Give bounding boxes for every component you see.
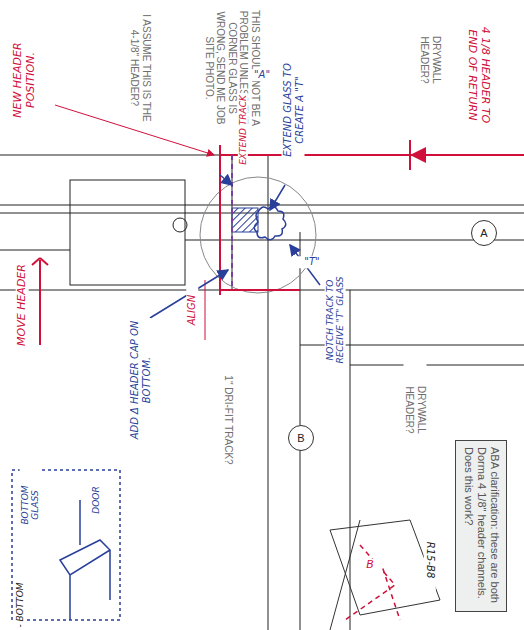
query-note: DRYWALL HEADER? xyxy=(404,363,427,457)
note-text: ABA clarification: these are both Dorma … xyxy=(461,447,501,605)
clarification-box: ABA clarification: these are both Dorma … xyxy=(455,440,507,612)
markup-note: 4 1/8 HEADER TO END OF RETURN xyxy=(465,13,490,137)
markup-note: "A" xyxy=(248,69,276,81)
query-note: DRYWALL HEADER? xyxy=(419,18,442,102)
markup-note: EXTEND TRACK xyxy=(238,93,248,167)
markup-note: MOVE HEADER xyxy=(16,253,29,357)
query-note: THIS SHOULD NOT BE A PROBLEM UNLESS THE … xyxy=(203,7,261,129)
markup-note: B xyxy=(358,559,382,572)
markup-note: ALIGN xyxy=(186,283,198,337)
query-note: 1" DRI-FIT TRACK? xyxy=(222,368,234,472)
markup-note: NOTCH TRACK TO RECEIVE "T" GLASS xyxy=(325,268,346,372)
markup-note: ADD Δ HEADER CAP ON BOTTOM. xyxy=(129,318,152,442)
markup-note: NEW HEADER POSITION. xyxy=(12,13,37,147)
grid-bubble: B xyxy=(288,425,314,451)
markup-note: DOOR xyxy=(91,473,101,527)
markup-note: "T" xyxy=(295,256,329,268)
markup-note: BOTTOM GLASS xyxy=(20,468,41,542)
markup-note: EXTEND GLASS TO CREATE A "T" xyxy=(282,53,305,167)
markup-note: - BOTTOM xyxy=(15,568,25,630)
grid-label: A xyxy=(480,227,487,239)
grid-label: B xyxy=(297,432,304,444)
grid-bubble: A xyxy=(471,220,497,246)
markup-note: R15-B8 xyxy=(424,528,436,592)
query-note: I ASSUME THIS IS THE 4-1/8" HEADER? xyxy=(129,11,152,125)
